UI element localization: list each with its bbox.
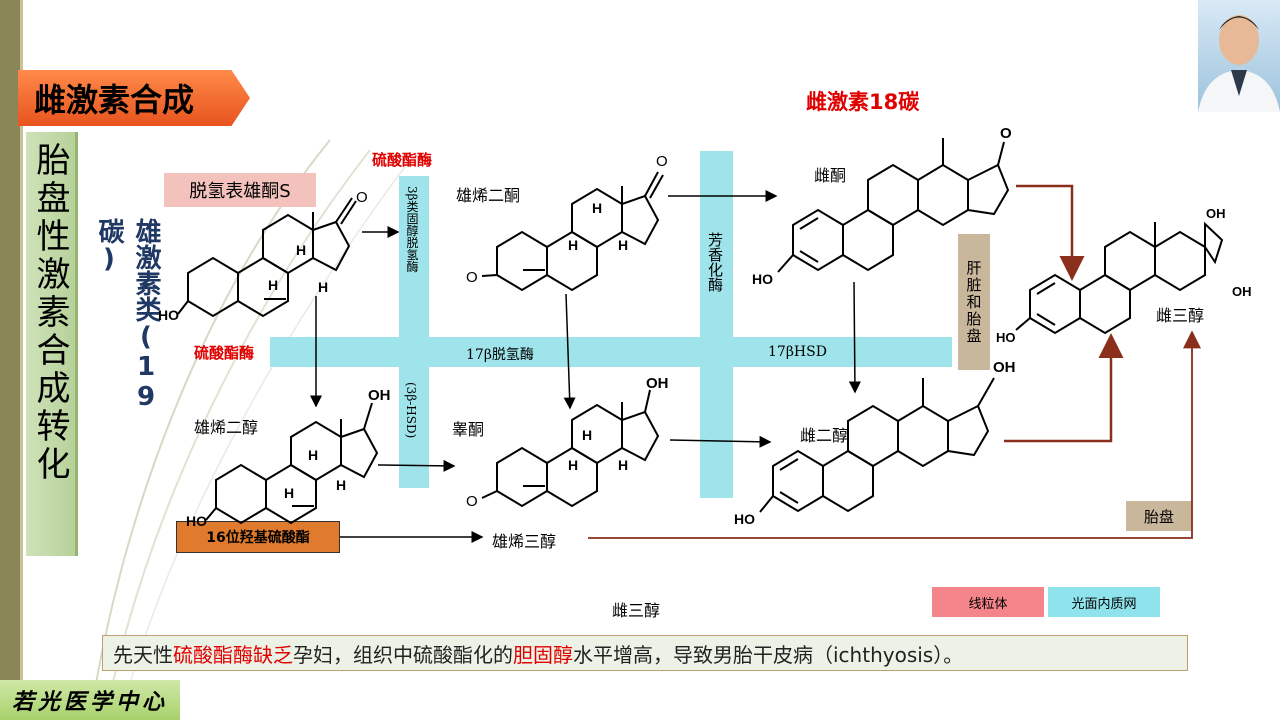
person-icon (1198, 15, 1280, 112)
dheas-h1: H (296, 242, 306, 258)
testosterone-structure (481, 389, 660, 508)
note-prefix: 先天性 (113, 642, 173, 667)
testosterone-label: 睾酮 (452, 420, 485, 439)
hsd3b-band (399, 176, 429, 488)
estriol-bottom-label: 雌三醇 (612, 601, 661, 620)
presenter-avatar (1198, 0, 1280, 112)
arrow-testosterone-to-estradiol (669, 435, 772, 448)
testosterone-hydroxyl: OH (646, 375, 669, 392)
legend-smooth-er-label: 光面内质网 (1071, 596, 1137, 612)
arrow-androstenediol-to-testosterone (377, 459, 456, 472)
legend-smooth-er: 光面内质网 (1048, 587, 1160, 617)
estrone-oxygen: O (1000, 125, 1012, 142)
androstenediol-label: 雄烯二醇 (194, 418, 259, 437)
vertical-title-panel: 胎盘性激素合成转化 (26, 132, 78, 556)
hsd17b-right-label: 17βHSD (768, 344, 827, 360)
hydroxy-sulfate-label: 16位羟基硫酸酯 (206, 530, 310, 546)
estrone-structure (777, 138, 1010, 273)
arrow-estrone-to-estradiol (848, 281, 861, 394)
note-red-enzyme: 硫酸酯酶缺乏 (173, 642, 293, 667)
androgen-class-text: 雄激素类(19碳) (94, 218, 161, 412)
testosterone-h2: H (568, 457, 578, 473)
androgen-class-label: 雄激素类(19碳) (94, 218, 161, 418)
aromatase-label: 芳香化酶 (706, 232, 724, 292)
legend-mitochondria: 线粒体 (932, 587, 1044, 617)
sulfatase-left-label: 硫酸酯酶 (194, 344, 255, 362)
left-stripe (0, 0, 20, 720)
testosterone-oxygen: O (466, 493, 478, 510)
dheas-box: 脱氢表雄酮S (164, 173, 316, 207)
estradiol-structure (759, 377, 995, 513)
estriol-hydroxyl-16b: OH (1232, 284, 1252, 299)
dheas-structure (177, 197, 357, 318)
estrone-label: 雌酮 (814, 166, 847, 185)
arrow-estrone-to-estriol (1016, 184, 1085, 281)
androstenedione-oxygen-17: O (656, 153, 668, 170)
androstenedione-h2: H (568, 237, 578, 253)
footer-brand: 若光医学中心 (0, 680, 180, 720)
estrone-hydroxyl: HO (752, 271, 773, 287)
liver-placenta-box: 肝脏和胎盘 (958, 234, 990, 370)
androstenediol-hydroxyl-17: OH (368, 387, 391, 404)
hsd3b-lower-label: (3β-HSD) (404, 382, 418, 439)
dheas-h2: H (268, 277, 278, 293)
estradiol-label: 雌二醇 (800, 426, 849, 445)
estriol-hydroxyl-16a: OH (1206, 206, 1226, 221)
arrow-androstenetriol-to-estriol (588, 330, 1201, 539)
note-suffix: 水平增高，导致男胎干皮病（ichthyosis）。 (573, 642, 964, 667)
hsd17b-band (270, 337, 952, 367)
estriol-label: 雌三醇 (1156, 306, 1205, 325)
dheas-label: 脱氢表雄酮S (189, 181, 291, 202)
estradiol-hydroxyl-17: OH (993, 359, 1016, 376)
left-stripe-accent (20, 0, 23, 720)
androstenediol-h1: H (308, 447, 318, 463)
sulfatase-top-label: 硫酸酯酶 (372, 151, 433, 169)
hsd3b-upper-label: 3β类固醇脱氢酶 (405, 186, 419, 273)
liver-placenta-label: 肝脏和胎盘 (964, 259, 983, 345)
estriol-hydroxyl-3: HO (996, 330, 1016, 345)
testosterone-h1: H (582, 427, 592, 443)
vertical-title-text: 胎盘性激素合成转化 (30, 142, 70, 484)
androstenedione-h3: H (618, 237, 628, 253)
hsd17b-left-label: 17β脱氢酶 (466, 347, 534, 363)
legend-mitochondria-label: 线粒体 (968, 596, 1008, 612)
arrow-estradiol-to-estriol (1004, 333, 1124, 443)
note-mid: 孕妇，组织中硫酸酯化的 (293, 642, 513, 667)
androstenetriol-label: 雄烯三醇 (492, 532, 557, 551)
estriol-structure (1015, 221, 1224, 335)
androstenedione-h1: H (592, 200, 602, 216)
slide-title: 雌激素合成 (18, 70, 250, 126)
placenta-label: 胎盘 (1143, 507, 1174, 526)
androstenediol-h2: H (284, 485, 294, 501)
placenta-box: 胎盘 (1126, 501, 1192, 531)
dheas-hydroxyl: HO (158, 307, 179, 323)
dheas-h3: H (318, 279, 328, 295)
androstenedione-structure (481, 171, 664, 292)
hydroxy-sulfate-box: 16位羟基硫酸酯 (176, 521, 340, 553)
arrow-androstenedione-to-testosterone (563, 293, 576, 410)
estrogen-class-label: 雌激素18碳 (806, 90, 920, 114)
androstenediol-structure (205, 402, 379, 525)
androstenedione-label: 雄烯二酮 (456, 186, 521, 205)
androstenediol-hydroxyl-3: HO (186, 513, 207, 529)
estradiol-hydroxyl-3: HO (734, 511, 755, 527)
clinical-note: 先天性硫酸酯酶缺乏孕妇，组织中硫酸酯化的胆固醇水平增高，导致男胎干皮病（icht… (102, 635, 1188, 671)
androstenedione-oxygen-3: O (466, 269, 478, 286)
testosterone-h3: H (618, 457, 628, 473)
dheas-oxygen: O (356, 189, 368, 206)
androstenediol-h3: H (336, 477, 346, 493)
note-red-cholesterol: 胆固醇 (513, 642, 573, 667)
